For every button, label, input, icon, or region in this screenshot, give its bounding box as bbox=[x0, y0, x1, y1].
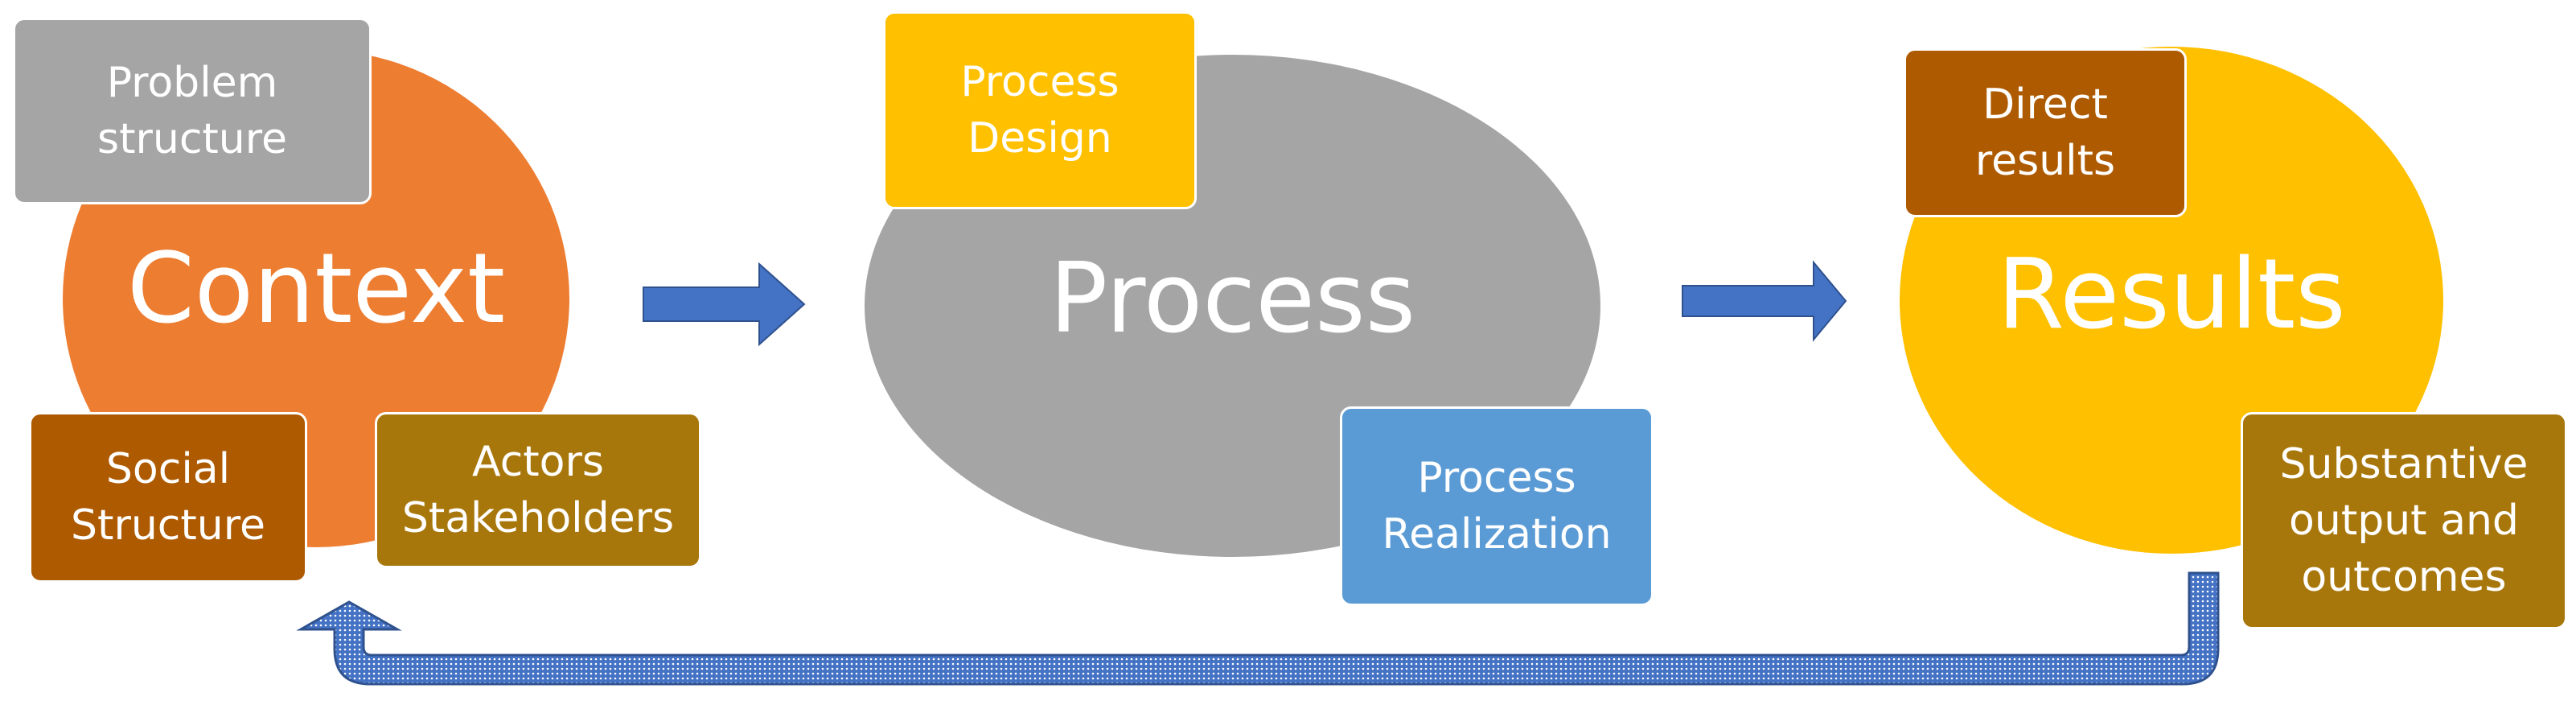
results-title: Results bbox=[1997, 239, 2346, 351]
process-design-box: Process Design bbox=[883, 11, 1197, 209]
feedback-arrow-icon bbox=[296, 571, 2220, 686]
social-structure-label: Social Structure bbox=[71, 445, 265, 550]
social-structure-box: Social Structure bbox=[29, 412, 307, 583]
substantive-output-label: Substantive output and outcomes bbox=[2279, 440, 2529, 601]
direct-results-box: Direct results bbox=[1904, 48, 2187, 217]
direct-results-label: Direct results bbox=[1974, 80, 2116, 185]
process-title: Process bbox=[1049, 243, 1416, 355]
substantive-output-box: Substantive output and outcomes bbox=[2241, 412, 2567, 629]
process-realization-label: Process Realization bbox=[1382, 454, 1612, 559]
problem-structure-label: Problem structure bbox=[97, 59, 287, 163]
context-title: Context bbox=[126, 233, 506, 345]
process-realization-box: Process Realization bbox=[1340, 406, 1654, 606]
problem-structure-box: Problem structure bbox=[13, 18, 372, 204]
arrow-right-icon bbox=[1682, 260, 1847, 342]
process-design-label: Process Design bbox=[960, 58, 1120, 163]
arrow-right-icon bbox=[643, 262, 806, 347]
actors-stakeholders-box: Actors Stakeholders bbox=[375, 412, 701, 568]
actors-stakeholders-label: Actors Stakeholders bbox=[401, 438, 675, 542]
